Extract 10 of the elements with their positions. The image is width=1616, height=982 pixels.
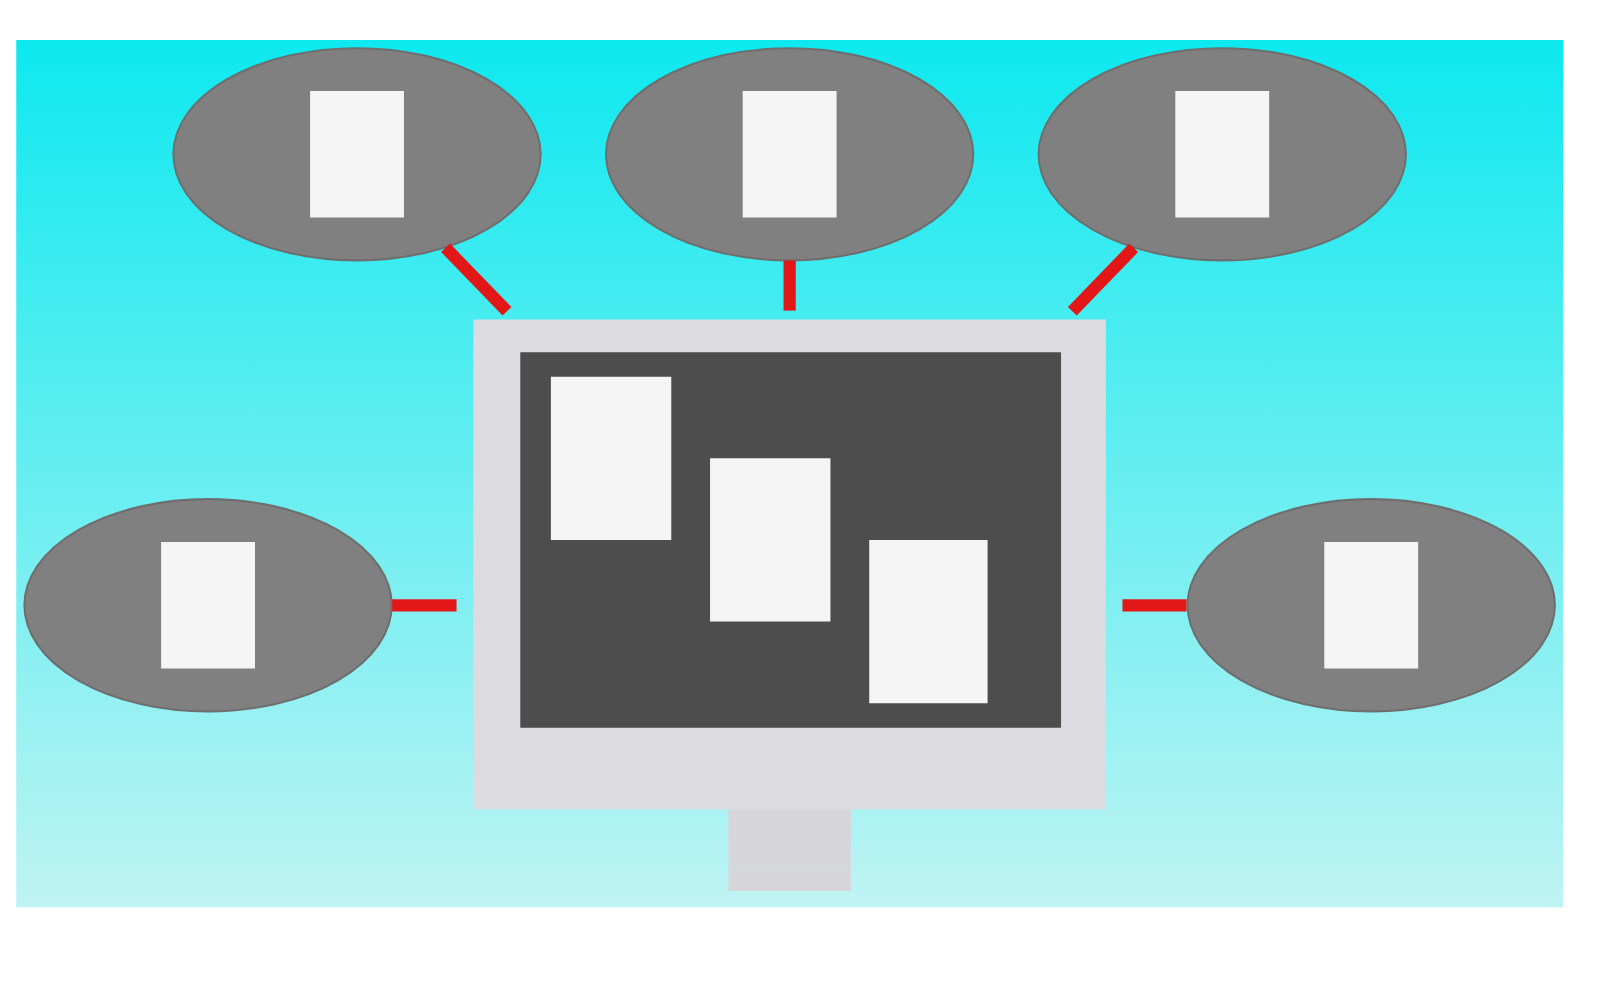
connector: [1122, 598, 1187, 611]
connector: [392, 598, 457, 611]
node-cloud: [604, 46, 975, 261]
node-cloud: [23, 497, 393, 712]
node-cloud: [1186, 497, 1556, 712]
node-cloud: [172, 46, 542, 261]
connector: [441, 242, 512, 315]
connector: [783, 259, 796, 310]
connector: [1067, 242, 1139, 315]
node-cloud: [1037, 46, 1407, 261]
